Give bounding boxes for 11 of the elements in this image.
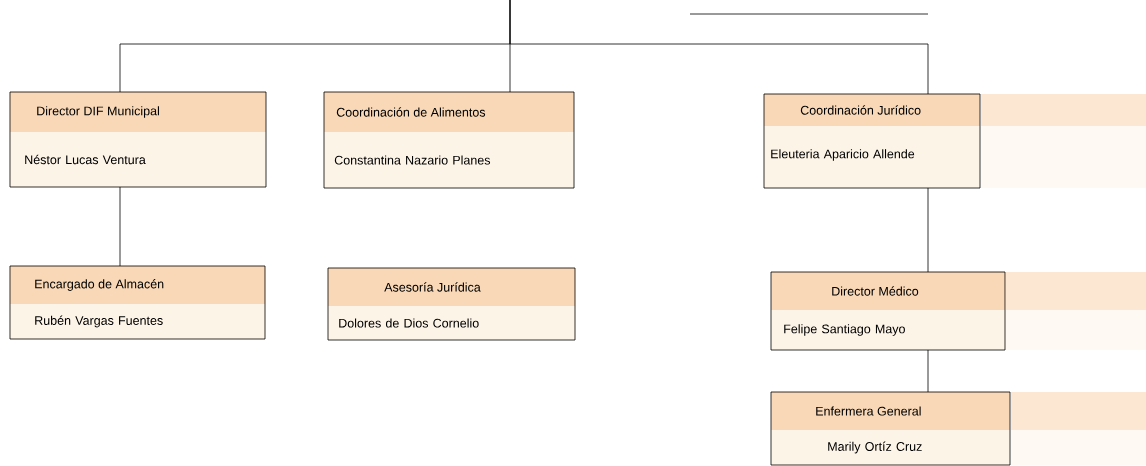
org-box: Coordinación Jurídico Eleuteria Aparicio Allende	[763, 93, 981, 189]
org-box: Asesoría Jurídica Dolores de Dios Cornelio	[327, 267, 576, 341]
connector-line	[509, 0, 929, 95]
org-box: Encargado de Almacén Rubén Vargas Fuentes	[9, 265, 266, 340]
org-box: Director DIF Municipal Néstor Lucas Ventura	[9, 91, 267, 188]
org-box: Enfermera General Marily Ortíz Cruz	[770, 391, 1011, 466]
org-box: Coordinación de Alimentos Constantina Nazario Planes	[323, 91, 575, 189]
connector-line	[927, 187, 929, 273]
connector-line	[927, 349, 929, 393]
org-box: Director Médico Felipe Santiago Mayo	[770, 271, 1006, 351]
connector-line	[119, 186, 121, 267]
